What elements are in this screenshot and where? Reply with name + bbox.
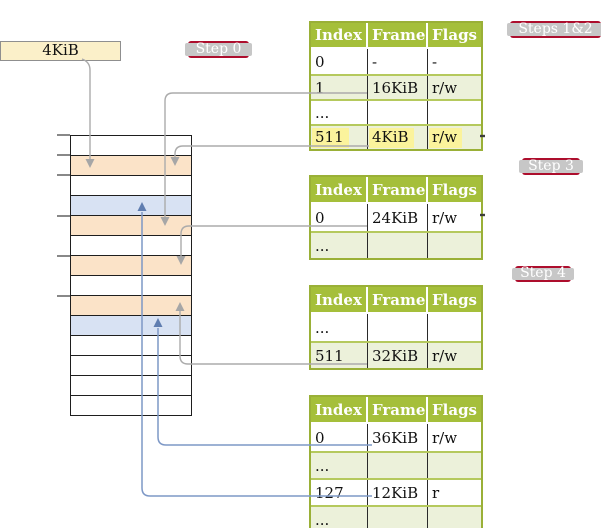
highlighted-value: r/w <box>429 127 463 148</box>
table-cell: 36KiB <box>368 424 428 451</box>
table-cell: ... <box>311 314 368 341</box>
column-header-index: Index <box>311 177 368 202</box>
highlighted-value: 511 <box>312 127 349 148</box>
memory-frame-row-orange <box>71 256 191 276</box>
highlighted-value: 4KiB <box>369 127 414 148</box>
table-row: ... <box>311 505 481 528</box>
memory-frame-row-blue <box>71 316 191 336</box>
column-header-index: Index <box>311 287 368 312</box>
memory-frame-row-white <box>71 136 191 156</box>
table-cell: ... <box>311 101 368 124</box>
column-header-frame: Frame <box>368 23 428 47</box>
table-cell: 1 <box>311 76 368 99</box>
column-header-frame: Frame <box>368 177 428 202</box>
table-row: ... <box>311 451 481 478</box>
frame-size-label-box: 4KiB <box>0 41 121 61</box>
column-header-flags: Flags <box>432 180 477 199</box>
table-cell <box>428 453 481 478</box>
table-cell <box>368 314 428 341</box>
table-cell <box>428 101 481 124</box>
badge-step3: Step 3 <box>519 158 583 175</box>
table-cell: r/w <box>428 126 481 149</box>
table-cell: 0 <box>311 424 368 451</box>
column-header-frame: Frame <box>368 287 428 312</box>
memory-frame-row-orange <box>71 216 191 236</box>
table-cell <box>368 453 428 478</box>
table-cell: ... <box>311 233 368 258</box>
table-cell <box>368 507 428 528</box>
physical-memory-column <box>70 135 192 416</box>
memory-frame-row-orange <box>71 296 191 316</box>
table-cell: 127 <box>311 480 368 505</box>
table-cell: 16KiB <box>368 76 428 99</box>
table-cell <box>368 233 428 258</box>
table-cell: 0 <box>311 204 368 231</box>
badge-step0: Step 0 <box>185 41 252 58</box>
table-cell: ... <box>311 507 368 528</box>
column-header-flags: Flags <box>432 400 477 419</box>
column-header-index: Index <box>311 23 368 47</box>
memory-frame-row-white <box>71 236 191 256</box>
memory-frame-row-white <box>71 356 191 376</box>
memory-frame-row-white <box>71 336 191 356</box>
column-header-frame: Frame <box>368 397 428 422</box>
badge-step4: Step 4 <box>512 266 574 282</box>
table-cell: r/w <box>432 428 458 447</box>
table-cell: 0 <box>311 49 368 74</box>
memory-frame-row-white <box>71 376 191 396</box>
memory-frame-row-blue <box>71 196 191 216</box>
memory-frame-row-orange <box>71 156 191 176</box>
table-cell <box>428 314 481 341</box>
column-header-flags: Flags <box>432 290 477 309</box>
table-row: ... <box>311 231 481 258</box>
memory-frame-row-white <box>71 276 191 296</box>
table-cell: - <box>432 52 438 71</box>
table-cell: ... <box>311 453 368 478</box>
table-cell: 4KiB <box>368 126 428 149</box>
table-cell: 511 <box>311 126 368 149</box>
table-cell: r/w <box>432 208 458 227</box>
table-row: 0-- <box>311 49 481 74</box>
table-cell <box>368 101 428 124</box>
table-cell: r/w <box>432 346 458 365</box>
table-row: ... <box>311 99 481 124</box>
table-row: ... <box>311 314 481 341</box>
table-cell: 12KiB <box>368 480 428 505</box>
table-cell: 32KiB <box>368 343 428 368</box>
badge-steps12: Steps 1&2 <box>507 21 601 38</box>
table-cell: 24KiB <box>368 204 428 231</box>
memory-frame-row-white <box>71 396 191 415</box>
column-header-flags: Flags <box>432 26 477 44</box>
table-cell: r <box>432 483 440 502</box>
table-cell <box>428 507 481 528</box>
memory-frame-row-white <box>71 176 191 196</box>
column-header-index: Index <box>311 397 368 422</box>
table-cell <box>428 233 481 258</box>
table-cell: 511 <box>311 343 368 368</box>
table-row: 511 4KiB r/w <box>311 124 481 149</box>
table-cell: r/w <box>432 78 458 97</box>
table-cell: - <box>368 49 428 74</box>
